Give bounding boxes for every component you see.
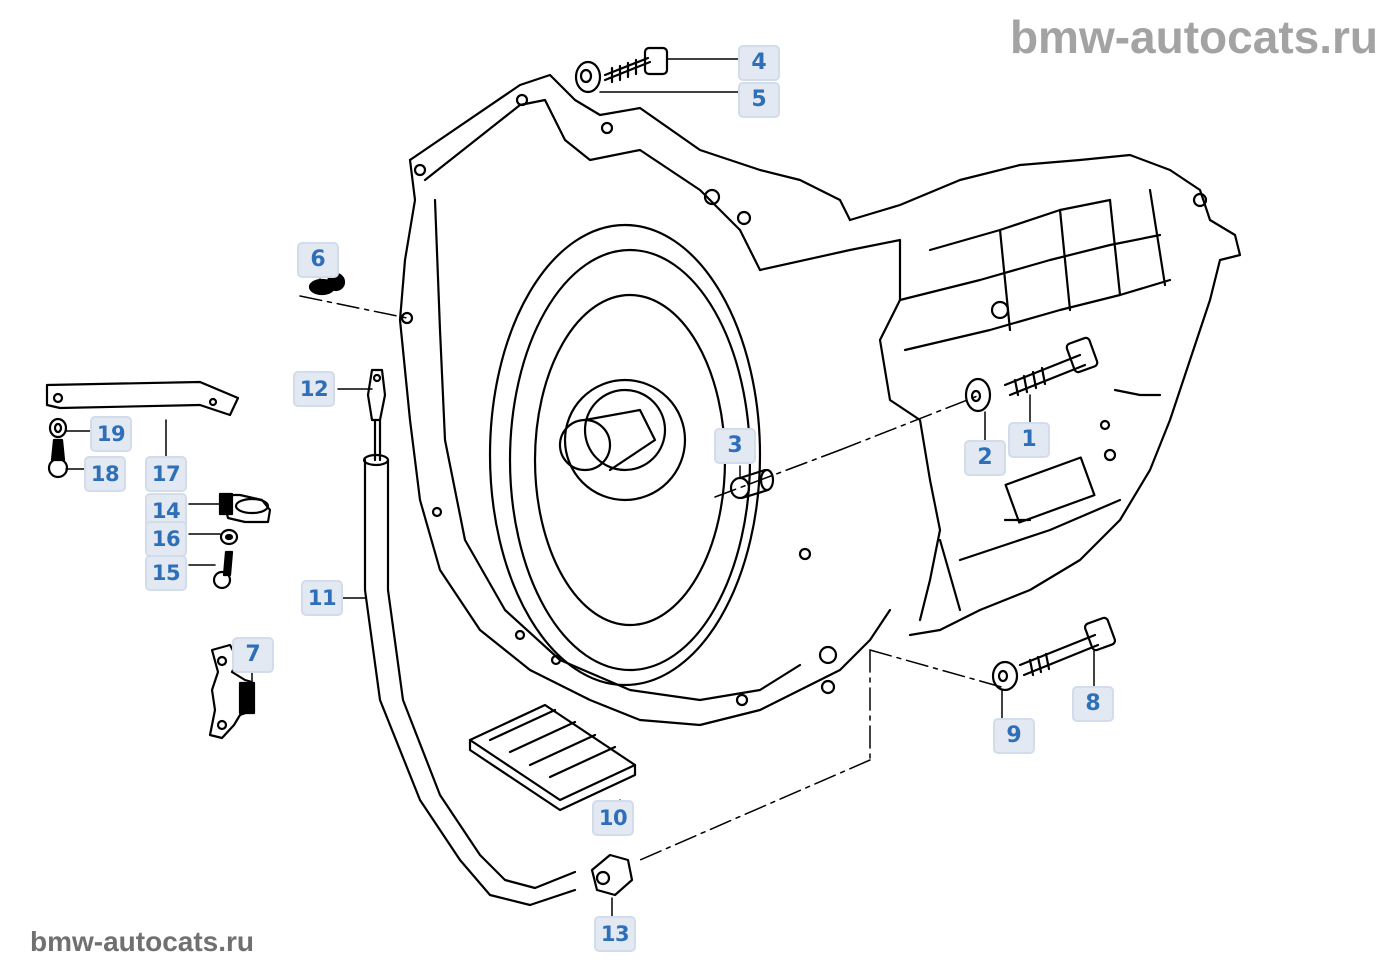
callout-6[interactable]: 6: [297, 242, 339, 278]
callout-16[interactable]: 16: [145, 521, 187, 557]
part-bolt-1: [1003, 336, 1099, 397]
callout-3[interactable]: 3: [714, 428, 756, 464]
part-bolt-8: [1018, 616, 1117, 677]
part-bolt-4: [603, 46, 669, 84]
callout-8[interactable]: 8: [1072, 686, 1114, 722]
callout-11[interactable]: 11: [301, 580, 343, 616]
callout-18[interactable]: 18: [84, 456, 126, 492]
callout-1[interactable]: 1: [1008, 422, 1050, 458]
part-dipstick-12: [366, 368, 387, 462]
part-washer-2: [964, 377, 992, 413]
part-clip-14: [218, 492, 272, 524]
part-washer-16: [219, 528, 239, 546]
callout-10[interactable]: 10: [592, 800, 634, 836]
callout-7[interactable]: 7: [232, 637, 274, 673]
assembly-lines: [299, 295, 1006, 861]
part-sleeve-3: [729, 468, 775, 500]
part-washer-5: [574, 60, 602, 94]
callout-12[interactable]: 12: [293, 371, 335, 407]
watermark-top: bmw-autocats.ru: [1009, 11, 1378, 63]
bell-housing: [398, 73, 892, 727]
gearbox-case: [758, 153, 1242, 637]
watermark-bottom: bmw-autocats.ru: [30, 926, 255, 957]
callout-15[interactable]: 15: [145, 555, 187, 591]
part-dipstick-tube-11: [362, 453, 577, 907]
callout-17[interactable]: 17: [145, 456, 187, 492]
part-washer-19: [48, 417, 68, 439]
callout-13[interactable]: 13: [594, 916, 636, 952]
part-screw-15: [212, 550, 234, 590]
part-washer-9: [991, 660, 1019, 692]
part-strainer-10: [468, 703, 637, 812]
part-screw-18: [47, 438, 69, 479]
callout-9[interactable]: 9: [993, 718, 1035, 754]
callout-19[interactable]: 19: [90, 416, 132, 452]
callout-4[interactable]: 4: [738, 45, 780, 81]
part-nut-13: [590, 853, 634, 897]
callout-2[interactable]: 2: [964, 440, 1006, 476]
part-bracket-17: [45, 380, 240, 417]
callout-5[interactable]: 5: [738, 82, 780, 118]
